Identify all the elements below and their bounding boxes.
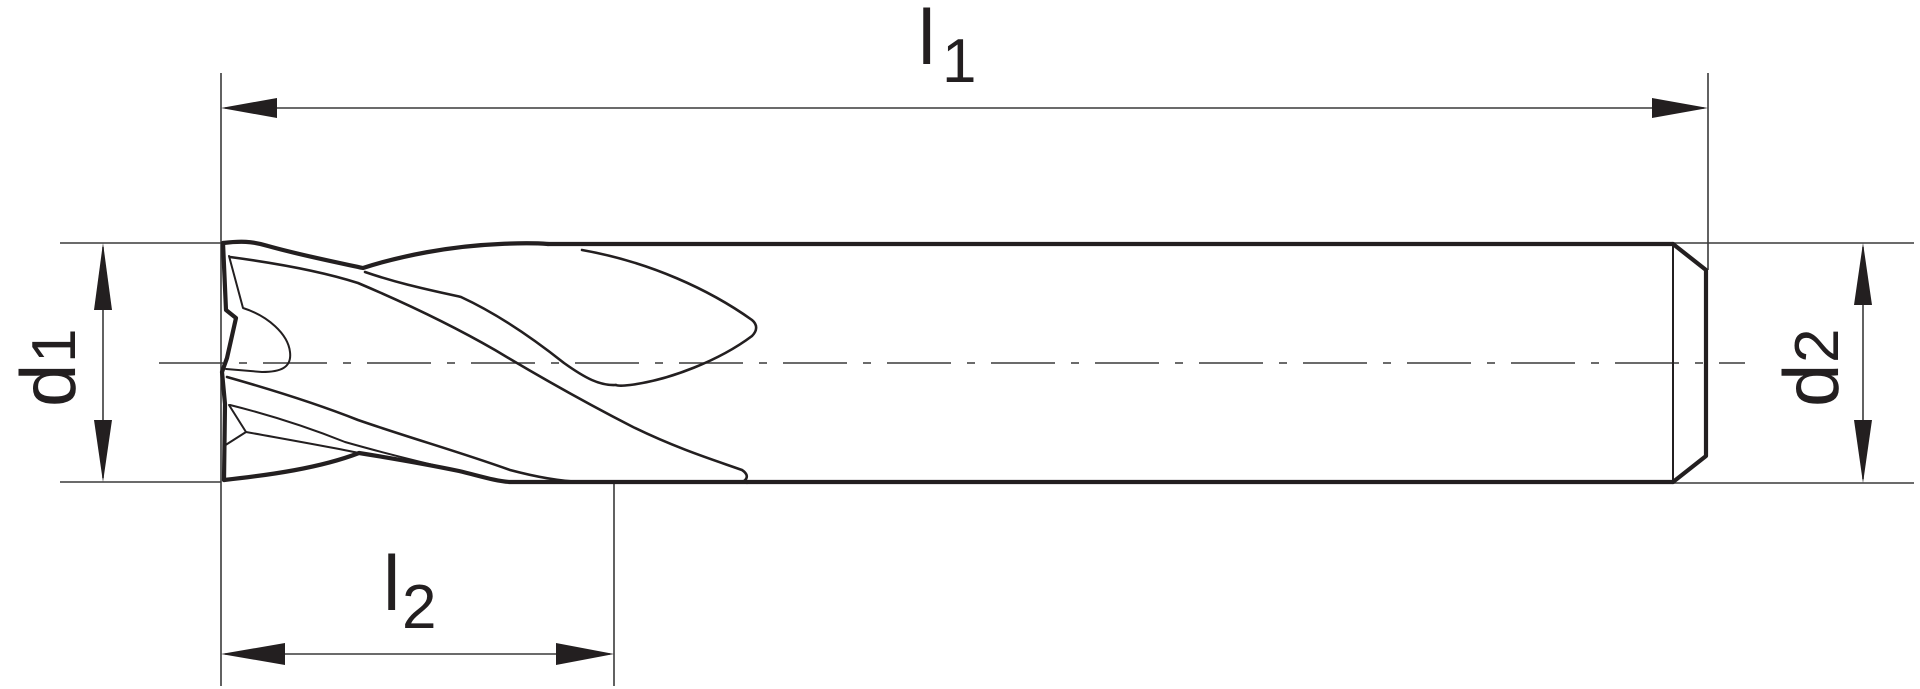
- dimension-l1: l 1: [221, 0, 1708, 118]
- cutting-bottom-edge: [221, 450, 750, 485]
- tip-facet-lower: [223, 404, 247, 447]
- arrow-left-icon: [221, 643, 285, 665]
- arrow-left-icon: [221, 98, 277, 118]
- tool-body: [219, 239, 1709, 485]
- tip-flute-upper: [225, 255, 292, 373]
- label-d1-subscript: 1: [20, 329, 89, 363]
- dimension-l2: l 2: [221, 539, 614, 665]
- flute-lobe-upper: [580, 248, 758, 388]
- cutting-top-edge: [220, 239, 551, 271]
- arrow-right-icon: [1652, 98, 1708, 118]
- label-l1-symbol: l: [918, 0, 935, 81]
- helix-line-b: [363, 270, 618, 387]
- dimension-d1: d 1: [4, 243, 112, 482]
- label-l1-subscript: 1: [942, 27, 976, 96]
- label-d2-subscript: 2: [1783, 329, 1852, 363]
- arrow-down-icon: [94, 420, 112, 482]
- helix-line-c: [225, 375, 582, 484]
- arrow-up-icon: [94, 243, 112, 310]
- label-l2-subscript: 2: [402, 573, 436, 642]
- tip-profile: [219, 240, 239, 483]
- arrow-down-icon: [1854, 420, 1872, 483]
- dimension-d2: d 2: [1767, 243, 1872, 483]
- tip-facet-lower-2: [245, 431, 360, 454]
- label-d1-symbol: d: [4, 364, 92, 407]
- arrow-right-icon: [556, 643, 614, 665]
- extension-lines: [60, 73, 1914, 686]
- helix-line-a: [228, 255, 749, 483]
- arrow-up-icon: [1854, 243, 1872, 305]
- label-d2-symbol: d: [1767, 364, 1855, 407]
- shank-chamfer-end: [1670, 241, 1709, 485]
- label-l2-symbol: l: [383, 539, 400, 627]
- helix-line-d: [229, 404, 460, 472]
